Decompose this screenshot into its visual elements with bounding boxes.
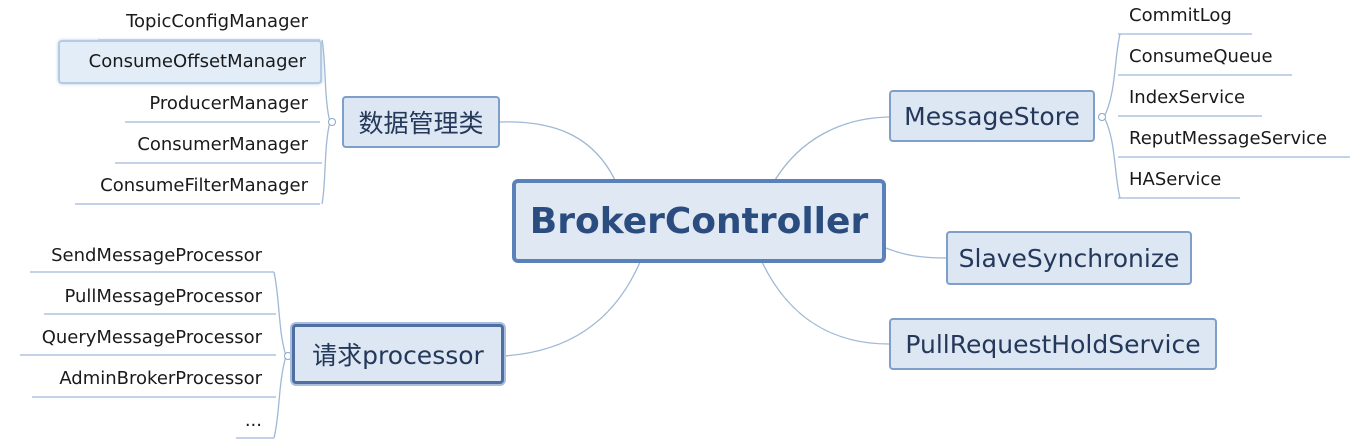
branch-message-store[interactable]: MessageStore bbox=[889, 90, 1095, 142]
branch-pull-request-hold-service[interactable]: PullRequestHoldService bbox=[889, 318, 1217, 370]
branch-slave-synchronize[interactable]: SlaveSynchronize bbox=[946, 231, 1192, 285]
leaf-consume-queue[interactable]: ConsumeQueue bbox=[1129, 46, 1273, 67]
leaf-index-service[interactable]: IndexService bbox=[1129, 87, 1246, 108]
leaf-send-message-processor[interactable]: SendMessageProcessor bbox=[51, 245, 262, 266]
connector-central-data-management bbox=[499, 121, 616, 181]
bracket-message-store bbox=[1103, 33, 1121, 199]
collapse-toggle-icon[interactable] bbox=[328, 118, 336, 126]
connector-central-slave-synchronize bbox=[885, 247, 947, 259]
leaf-commit-log[interactable]: CommitLog bbox=[1129, 5, 1232, 26]
central-node-broker-controller[interactable]: BrokerController bbox=[512, 179, 886, 263]
collapse-toggle-icon[interactable] bbox=[1098, 113, 1106, 121]
branch-request-processor[interactable]: 请求processor bbox=[292, 324, 504, 384]
leaf-topic-config-manager[interactable]: TopicConfigManager bbox=[126, 11, 308, 32]
leaf-admin-broker-processor[interactable]: AdminBrokerProcessor bbox=[59, 368, 262, 389]
connector-central-message-store bbox=[774, 116, 890, 181]
leaf-query-message-processor[interactable]: QueryMessageProcessor bbox=[41, 327, 262, 348]
connector-central-pull-request-hold bbox=[761, 261, 890, 345]
collapse-toggle-icon[interactable] bbox=[284, 352, 292, 360]
connector-central-request-processor bbox=[502, 261, 641, 357]
branch-data-management[interactable]: 数据管理类 bbox=[342, 96, 500, 148]
leaf-producer-manager[interactable]: ProducerManager bbox=[149, 93, 308, 114]
leaf-pull-message-processor[interactable]: PullMessageProcessor bbox=[64, 286, 262, 307]
leaf-consume-offset-manager[interactable]: ConsumeOffsetManager bbox=[58, 40, 322, 84]
leaf-ellipsis[interactable]: ... bbox=[244, 410, 262, 431]
leaf-ha-service[interactable]: HAService bbox=[1129, 169, 1222, 190]
leaf-reput-message-service[interactable]: ReputMessageService bbox=[1129, 128, 1328, 149]
leaf-consume-filter-manager[interactable]: ConsumeFilterManager bbox=[100, 175, 308, 196]
leaf-consumer-manager[interactable]: ConsumerManager bbox=[137, 134, 308, 155]
